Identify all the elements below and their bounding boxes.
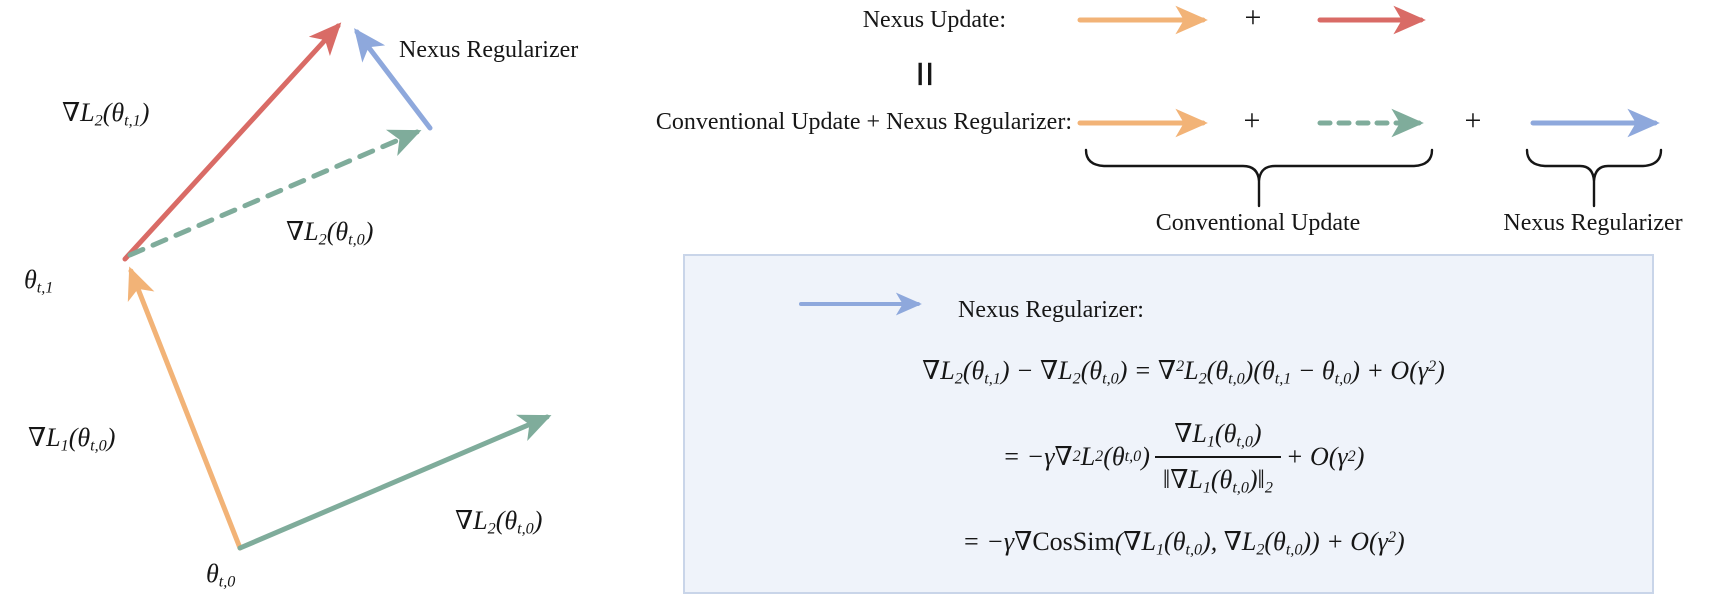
- grad-l2-theta-t0-upper-label: ∇L2(θt,0): [286, 217, 374, 249]
- underbrace-conventional-update: [1084, 148, 1434, 208]
- plus-sign-row2-a: +: [1243, 104, 1261, 137]
- theta-t0-label: θt,0: [206, 559, 236, 591]
- brace-label-nexus-regularizer: Nexus Regularizer: [1503, 210, 1683, 236]
- grad-l2-theta-t1-label: ∇L2(θt,1): [62, 98, 150, 130]
- grad-l2-theta-t0-lower-label: ∇L2(θt,0): [455, 506, 543, 538]
- left-nexus-regularizer-label: Nexus Regularizer: [399, 37, 579, 63]
- plus-sign-row2-b: +: [1464, 104, 1482, 137]
- equation-line-3: = −γ∇CosSim(∇L1(θt,0), ∇L2(θt,0)) + O(γ2…: [962, 527, 1405, 559]
- vector-grad-l2-theta-t0-dashed: [127, 129, 422, 258]
- equals-sign: =: [898, 60, 951, 88]
- equation-box-title: Nexus Regularizer:: [958, 297, 1144, 323]
- underbrace-nexus-regularizer: [1525, 148, 1663, 208]
- vector-grad-l1-theta-t0: [127, 266, 243, 551]
- grad-l1-theta-t0-label: ∇L1(θt,0): [28, 423, 116, 455]
- brace-label-conventional-update: Conventional Update: [1155, 210, 1361, 236]
- equation-line-1: ∇L2(θt,1) − ∇L2(θt,0) = ∇2L2(θt,0)(θt,1 …: [922, 356, 1445, 388]
- plus-sign-row1: +: [1244, 1, 1262, 34]
- conventional-update-row-label: Conventional Update + Nexus Regularizer:: [655, 109, 1072, 135]
- nexus-update-label: Nexus Update:: [862, 7, 1006, 33]
- theta-t1-label: θt,1: [24, 265, 54, 297]
- equation-box: [683, 254, 1654, 594]
